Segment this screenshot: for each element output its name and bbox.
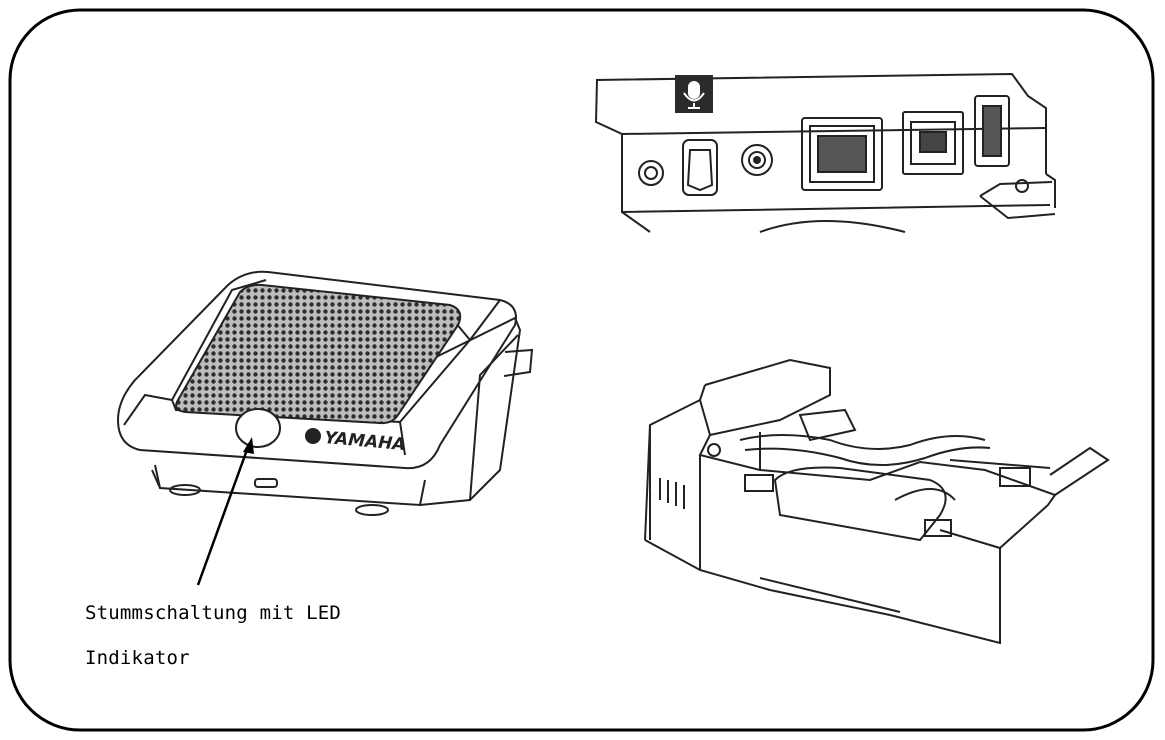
opened-unit-illustration (644, 358, 1110, 645)
microphone-device-illustration (116, 270, 534, 516)
port-panel-illustration (594, 72, 1056, 233)
microphone-icon (675, 75, 713, 113)
callout-label-line1: Stummschaltung mit LED (85, 602, 342, 624)
speaker-grille (175, 283, 462, 425)
mute-button-led (235, 408, 281, 448)
callout-label-line2: Indikator (85, 647, 190, 669)
callout-arrow (196, 437, 254, 586)
